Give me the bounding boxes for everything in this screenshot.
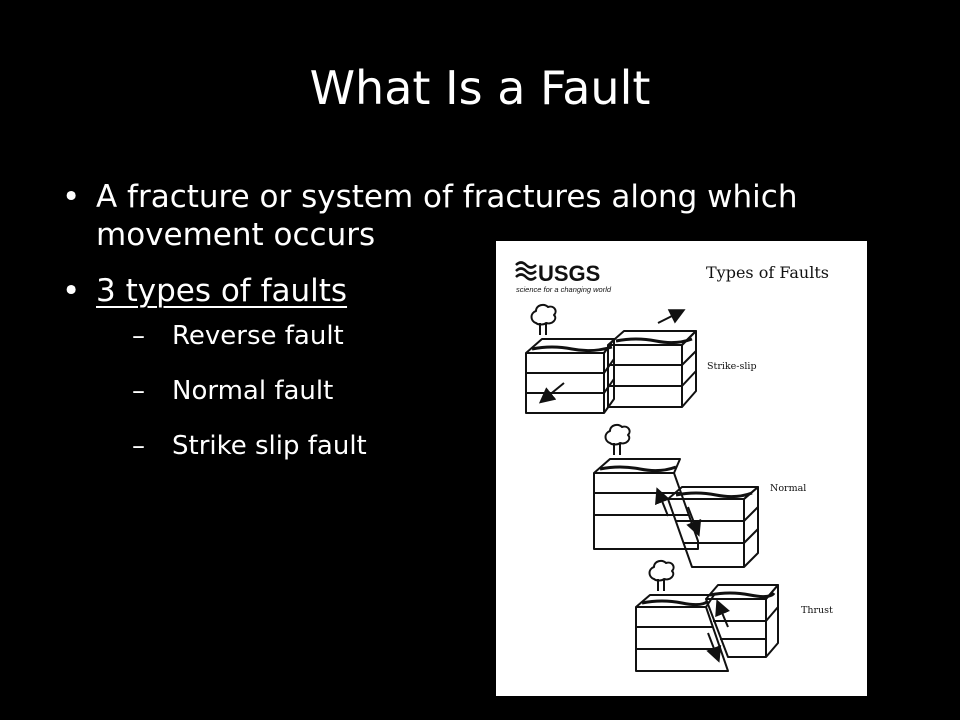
- arrow-down-left: [538, 382, 565, 404]
- tree-icon: [648, 559, 675, 591]
- tree-icon: [604, 423, 631, 455]
- label-strike-slip: Strike-slip: [707, 361, 757, 372]
- subitem-strike-slip-fault: Strike slip fault: [132, 430, 882, 462]
- bullet-definition: A fracture or system of fractures along …: [62, 178, 882, 254]
- bullet-definition-text: A fracture or system of fractures along …: [96, 179, 798, 253]
- usgs-tagline: science for a changing world: [516, 285, 612, 294]
- label-thrust: Thrust: [801, 605, 833, 616]
- strike-slip-block: [525, 303, 697, 414]
- tree-icon: [530, 303, 557, 335]
- arrow-down: [686, 506, 702, 537]
- subitem-reverse-fault: Reverse fault: [132, 320, 882, 352]
- normal-fault-block: [593, 423, 759, 568]
- thrust-fault-block: [635, 559, 779, 672]
- fault-types-figure: USGS science for a changing world Types …: [496, 241, 867, 696]
- bullet-fault-types-text: 3 types of faults: [96, 273, 348, 309]
- fault-diagram: USGS science for a changing world Types …: [515, 261, 833, 672]
- usgs-wave-icon: [515, 261, 537, 281]
- fault-types-sublist: Reverse fault Normal fault Strike slip f…: [96, 320, 882, 462]
- figure-heading: Types of Faults: [706, 263, 829, 282]
- arrow-up: [715, 599, 730, 628]
- slide-title: What Is a Fault: [309, 61, 651, 115]
- usgs-logo-text: USGS: [538, 261, 600, 286]
- arrow-down: [706, 632, 722, 663]
- bullet-list: A fracture or system of fractures along …: [62, 178, 882, 485]
- subitem-normal-fault: Normal fault: [132, 375, 882, 407]
- arrow-up: [655, 487, 670, 517]
- bullet-fault-types: 3 types of faults Reverse fault Normal f…: [62, 272, 882, 462]
- usgs-logo: USGS science for a changing world: [515, 261, 612, 294]
- label-normal: Normal: [770, 483, 806, 494]
- arrow-up-right: [657, 309, 686, 324]
